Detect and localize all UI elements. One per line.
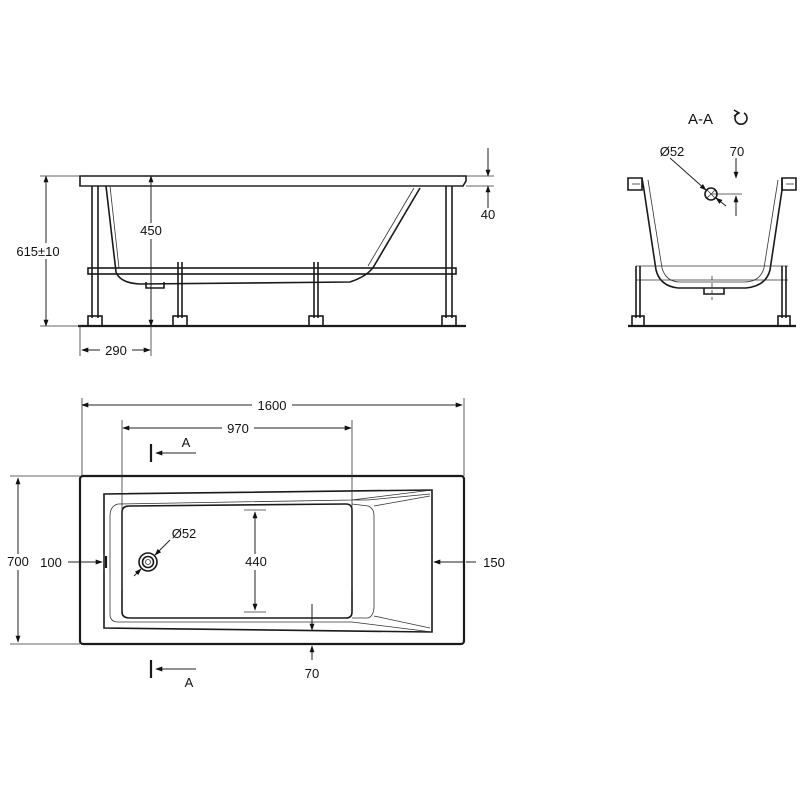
rotate-icon	[733, 109, 748, 125]
svg-text:A: A	[185, 675, 194, 690]
svg-text:A: A	[182, 435, 191, 450]
inner-width-label: 440	[245, 554, 267, 569]
depth-label: 450	[140, 223, 162, 238]
inner-length-label: 970	[227, 421, 249, 436]
right-margin-label: 150	[483, 555, 505, 570]
section-offset-label: 70	[730, 144, 744, 159]
plan-view: Ø52 1600 970 A A 700	[3, 397, 505, 690]
tub-body	[105, 185, 421, 285]
plan-drain-label: Ø52	[172, 526, 197, 541]
section-marker-top: A	[149, 435, 196, 462]
side-view: 615±10 450 40 290	[2, 148, 495, 358]
frame-rail	[87, 267, 457, 275]
width-label: 700	[7, 554, 29, 569]
frame-legs	[87, 186, 457, 327]
bottom-offset-label: 70	[305, 666, 319, 681]
section-title: A-A	[688, 111, 713, 128]
length-label: 1600	[258, 398, 287, 413]
section-drain-label: Ø52	[660, 144, 685, 159]
basin-floor	[121, 503, 353, 619]
rim-outline	[79, 175, 467, 187]
section-marker-bottom: A	[149, 660, 196, 690]
section-view: A-A Ø52 70	[627, 109, 797, 328]
offset-label: 290	[105, 343, 127, 358]
plan-outline	[78, 474, 466, 646]
drain-icon	[138, 552, 158, 572]
left-margin-label: 100	[40, 555, 62, 570]
height-total-label: 615±10	[16, 244, 59, 259]
rim-label: 40	[481, 207, 495, 222]
section-tub	[641, 177, 783, 289]
